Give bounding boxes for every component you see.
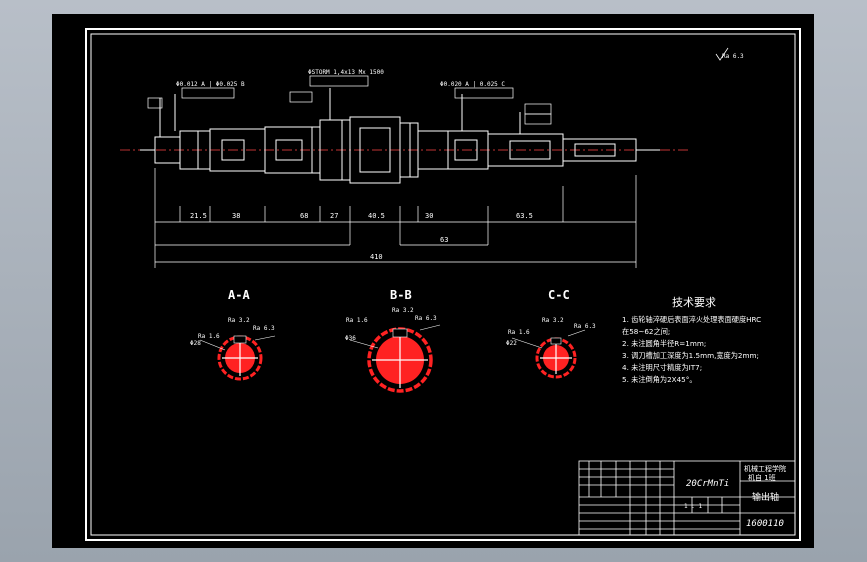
svg-text:Ra 1.6: Ra 1.6 [198,333,220,340]
company-label: 机械工程学院 [744,464,786,473]
dimension-lines [154,168,637,268]
roughness-symbol [715,47,729,61]
notes-line-4: 3. 调刀槽加工深度为1.5mm,宽度为2mm; [622,351,759,360]
shaft-view [120,88,690,184]
section-b: B-B Ra 1.6 Ra 6.3 Ra 3.2 Φ36 [345,288,441,393]
dim-3: 68 [300,212,308,220]
sheet-border [85,28,801,541]
svg-text:Φ22: Φ22 [506,340,517,347]
scale-label: 1 : 1 [684,503,702,510]
dim-overall: 410 [370,253,383,261]
dim-4: 27 [330,212,338,220]
notes-line-3: 2. 未注圆角半径R=1mm; [622,339,706,348]
inner-border [90,33,796,536]
section-a-title: A-A [228,288,250,302]
notes-line-5: 4. 未注明尺寸精度为IT7; [622,363,702,372]
svg-text:Ra 1.6: Ra 1.6 [508,329,530,336]
section-c: C-C Ra 1.6 Ra 6.3 Ra 3.2 Φ22 [506,288,596,379]
section-c-title: C-C [548,288,570,302]
gdt-frames [147,75,552,125]
roughness-mark: Ra 6.3 [722,53,744,60]
drawing-sheet [52,14,814,548]
notes-title: 技术要求 [672,296,716,309]
dim-7: 63.5 [516,212,533,220]
svg-text:Ra 3.2: Ra 3.2 [542,317,564,324]
svg-text:Φ28: Φ28 [190,340,201,347]
part-name-label: 输出轴 [752,491,779,503]
dim-mid: 63 [440,236,448,244]
dim-6: 30 [425,212,433,220]
dim-5: 40.5 [368,212,385,220]
svg-text:Ra 6.3: Ra 6.3 [574,323,596,330]
tolerance-right: Φ0.020 A | 0.025 C [440,81,505,88]
svg-text:Ra 3.2: Ra 3.2 [392,307,414,314]
tolerance-mid: ΦSTORM 1,4x13 Mx 1500 [308,69,384,76]
svg-text:Ra 3.2: Ra 3.2 [228,317,250,324]
dim-2: 38 [232,212,240,220]
notes-line-6: 5. 未注倒角为2X45°。 [622,375,697,384]
notes-line-1: 1. 齿轮轴淬硬后表面淬火处理表面硬度HRC [622,315,761,324]
svg-text:Ra 6.3: Ra 6.3 [415,315,437,322]
svg-text:Φ36: Φ36 [345,335,356,342]
title-block [578,460,796,536]
svg-text:Ra 6.3: Ra 6.3 [253,325,275,332]
class-label: 机自 1班 [748,473,776,482]
dim-1: 21.5 [190,212,207,220]
notes-line-2: 在58~62之间; [622,327,670,336]
drawing-number: 1600110 [746,519,784,529]
svg-text:Ra 1.6: Ra 1.6 [346,317,368,324]
section-b-title: B-B [390,288,412,302]
material-label: 20CrMnTi [686,479,729,489]
section-a: A-A Ra 1.6 Ra 6.3 Ra 3.2 Φ28 [190,288,275,381]
tolerance-left: Φ0.012 A | Φ0.025 B [176,81,245,88]
